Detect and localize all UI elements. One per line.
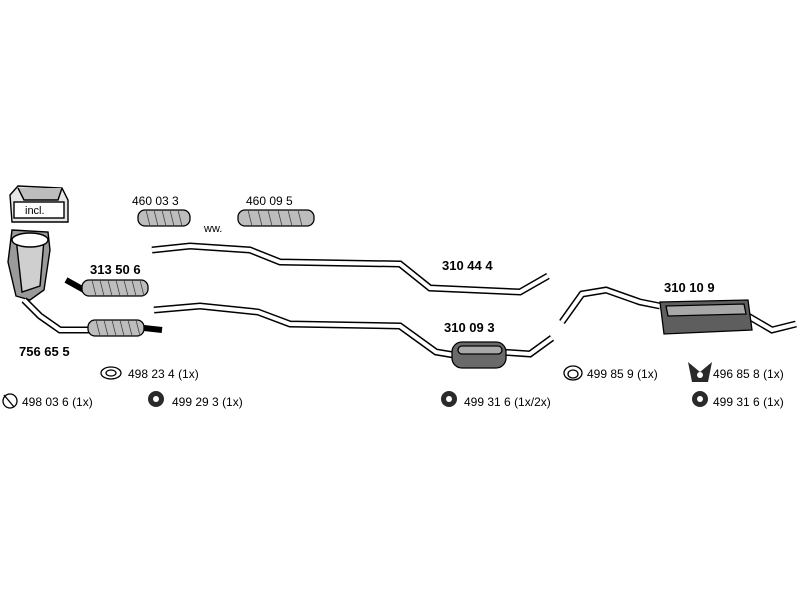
clamp-icon (100, 366, 122, 380)
part-flex-pipe-a: 460 03 3 (132, 194, 179, 208)
part-mid-silencer: 310 09 3 (444, 320, 495, 335)
rear-silencer-pipe (559, 286, 797, 334)
catalyst-converter (7, 185, 90, 334)
accessory-code: 498 23 4 (1x) (128, 367, 199, 381)
flex-pipe-a (137, 209, 191, 227)
flex-pipe-b (237, 209, 315, 227)
catalyst-flex-pipe (87, 319, 163, 337)
accessory-code: 499 31 6 (1x/2x) (464, 395, 551, 409)
accessory-code: 499 31 6 (1x) (713, 395, 784, 409)
ww-note: ww. (204, 223, 223, 235)
front-pipe (64, 277, 149, 297)
part-rear-silencer: 310 10 9 (664, 280, 715, 295)
mid-silencer (451, 341, 507, 369)
rear-silencer (659, 299, 753, 335)
accessory-code: 498 03 6 (1x) (22, 395, 93, 409)
part-flex-pipe-b: 460 09 5 (246, 194, 293, 208)
rubber-mount-icon (148, 391, 164, 407)
catalyst-tag: incl. (25, 205, 45, 217)
ring-icon (2, 393, 18, 409)
part-catalyst: 756 65 5 (19, 344, 70, 359)
hanger-icon (688, 362, 712, 382)
accessory-code: 499 29 3 (1x) (172, 395, 243, 409)
rubber-mount-icon-3 (692, 391, 708, 407)
clamp-icon-2 (563, 365, 583, 381)
rubber-mount-icon-2 (441, 391, 457, 407)
mid-pipe-upper (151, 242, 550, 296)
accessory-code: 499 85 9 (1x) (587, 367, 658, 381)
part-mid-pipe-upper: 310 44 4 (442, 258, 493, 273)
part-front-pipe: 313 50 6 (90, 262, 141, 277)
accessory-code: 496 85 8 (1x) (713, 367, 784, 381)
mid-pipe-lower (153, 302, 555, 360)
